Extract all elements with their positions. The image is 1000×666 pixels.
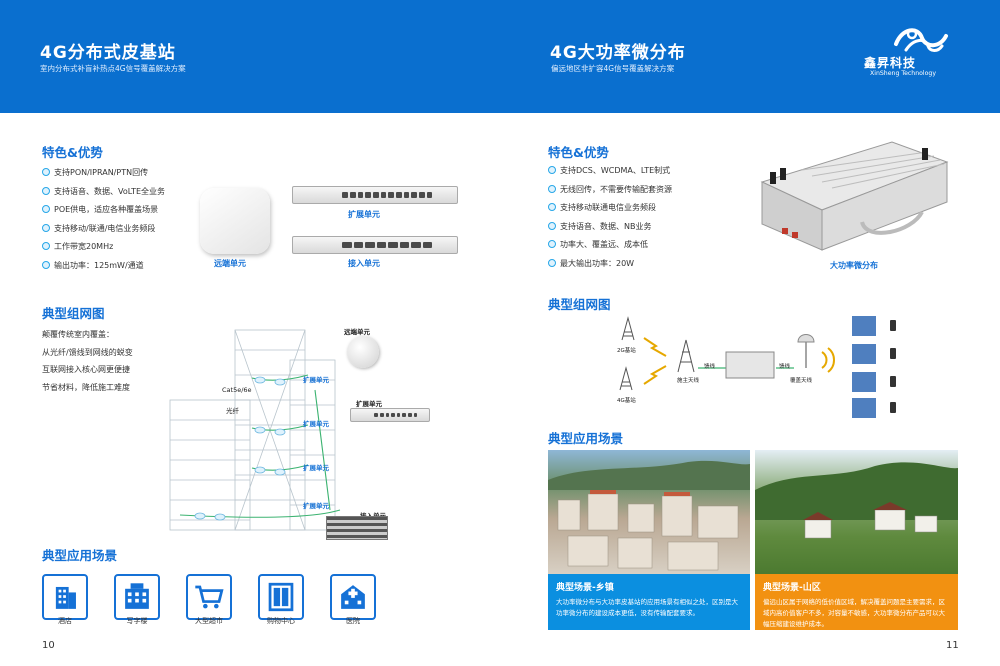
scene-hospital-button[interactable] xyxy=(330,574,376,620)
scene-supermarket-button[interactable] xyxy=(186,574,232,620)
feature-item: 支持移动/联通/电信业务频段 xyxy=(42,220,165,239)
scene-hotel-button[interactable] xyxy=(42,574,88,620)
scene-hotel-label: 酒店 xyxy=(58,617,72,625)
scene-office-label: 写字楼 xyxy=(126,617,148,625)
mountain-scene-title: 典型场景-山区 xyxy=(763,583,821,593)
scene-mall-button[interactable] xyxy=(258,574,304,620)
left-page-number: 10 xyxy=(42,640,55,651)
scene-office-button[interactable] xyxy=(114,574,160,620)
feature-item: 支持移动联通电信业务频段 xyxy=(548,199,672,218)
hospital-icon xyxy=(341,585,365,609)
feeder-label-1: 馈线 xyxy=(704,364,716,370)
bullet-icon xyxy=(548,203,556,211)
mall-door-icon xyxy=(268,582,294,612)
bullet-icon xyxy=(42,223,50,232)
bullet-icon xyxy=(548,221,556,230)
access-unit-image xyxy=(292,236,458,254)
logo-english-name: XinSheng Technology xyxy=(870,70,937,77)
bullet-icon xyxy=(42,260,50,269)
town-scene-title: 典型场景-乡镇 xyxy=(556,583,614,593)
hotel-icon xyxy=(55,586,76,609)
bullet-icon xyxy=(548,240,556,248)
bullet-icon xyxy=(548,184,556,193)
donor-antenna-label: 施主天线 xyxy=(677,378,700,384)
bullet-icon xyxy=(42,242,50,250)
network-description: 颠覆传统室内覆盖： 从光纤/馈线到网线的蜕变 互联网接入核心网更便捷 节省材料，… xyxy=(42,330,133,392)
diagram-ext-label-3: 扩展单元 xyxy=(303,464,329,472)
feature-item: 支持DCS、WCDMA、LTE制式 xyxy=(548,162,672,181)
right-scenes-title: 典型应用场景 xyxy=(548,431,624,446)
mountain-photo xyxy=(755,450,958,574)
extension-unit-image xyxy=(292,186,458,204)
right-features-title: 特色&优势 xyxy=(548,145,609,160)
bullet-icon xyxy=(42,186,50,195)
scene-mall-label: 购物中心 xyxy=(267,617,295,625)
remote-unit-caption: 远端单元 xyxy=(214,259,246,268)
fiber-label: 光纤 xyxy=(226,407,239,415)
feature-item: POE供电，适应各种覆盖场景 xyxy=(42,201,165,220)
feature-item: 工作带宽20MHz xyxy=(42,238,165,257)
right-network-title: 典型组网图 xyxy=(548,297,611,312)
mountain-scene-panel: 典型场景-山区 偏远山区属于网络的低价值区域，解决覆盖问题是主要需求，区域内高价… xyxy=(755,574,958,630)
right-page-title: 4G大功率微分布 xyxy=(550,43,686,63)
diagram-ext-label-1: 扩展单元 xyxy=(303,376,329,384)
left-features-list: 支持PON/IPRAN/PTN回传 支持语音、数据、VoLTE全业务 POE供电… xyxy=(42,164,165,275)
left-scenes-title: 典型应用场景 xyxy=(42,548,118,563)
bullet-icon xyxy=(42,168,50,176)
bullet-icon xyxy=(548,166,556,174)
micro-distribution-unit-image xyxy=(760,141,949,251)
xinsheng-logo-icon xyxy=(894,28,948,52)
diagram-extension-unit-image xyxy=(350,408,430,422)
left-page-subtitle: 室内分布式补盲补热点4G信号覆盖解决方案 xyxy=(40,64,186,73)
bs-4g-label: 4G基站 xyxy=(617,398,636,404)
cat-cable-label: Cat5e/6e xyxy=(222,386,252,394)
diagram-ext-label-2: 扩展单元 xyxy=(303,420,329,428)
cover-antenna-label: 覆盖天线 xyxy=(790,378,813,384)
left-features-title: 特色&优势 xyxy=(42,145,103,160)
remote-unit-image xyxy=(200,188,270,254)
mountain-scene-text: 偏远山区属于网络的低价值区域，解决覆盖问题是主要需求，区域内高价值客户不多，对容… xyxy=(763,598,945,628)
access-unit-caption: 接入单元 xyxy=(348,259,380,268)
diagram-remote-unit-image xyxy=(347,336,379,368)
diagram-ext-label: 扩展单元 xyxy=(356,400,382,408)
bullet-icon xyxy=(42,205,50,213)
scene-hospital-label: 医院 xyxy=(346,617,360,625)
microwave-network-diagram xyxy=(619,316,896,418)
left-page-title: 4G分布式皮基站 xyxy=(40,43,176,63)
diagram-access-rack-image xyxy=(326,516,388,540)
office-building-icon xyxy=(125,583,149,609)
right-features-list: 支持DCS、WCDMA、LTE制式 无线回传，不需要传输配套资源 支持移动联通电… xyxy=(548,162,672,273)
town-photo xyxy=(548,450,750,574)
micro-distribution-caption: 大功率微分布 xyxy=(830,261,878,270)
feature-item: 支持PON/IPRAN/PTN回传 xyxy=(42,164,165,183)
shopping-cart-icon xyxy=(195,585,224,609)
header-band xyxy=(0,0,1000,113)
feature-item: 功率大、覆盖远、成本低 xyxy=(548,236,672,255)
feature-item: 支持语音、数据、VoLTE全业务 xyxy=(42,183,165,202)
right-page-subtitle: 偏远地区非扩容4G信号覆盖解决方案 xyxy=(551,64,675,73)
feature-item: 输出功率：125mW/通道 xyxy=(42,257,165,276)
logo-name: 鑫昇科技 xyxy=(864,56,917,70)
feature-item: 无线回传，不需要传输配套资源 xyxy=(548,181,672,200)
extension-unit-caption: 扩展单元 xyxy=(348,210,380,219)
feeder-label-2: 馈线 xyxy=(779,364,791,370)
town-scene-text: 大功率微分布与大功率皮基站的应用场景有相似之处，区别是大功率微分布的建设成本更低… xyxy=(556,598,738,617)
left-network-title: 典型组网图 xyxy=(42,306,105,321)
bs-2g-label: 2G基站 xyxy=(617,348,636,354)
building-network-diagram xyxy=(169,329,341,531)
right-page-number: 11 xyxy=(946,640,959,651)
diagram-ext-label-4: 扩展单元 xyxy=(303,502,329,510)
bullet-icon xyxy=(548,258,556,267)
feature-item: 最大输出功率：20W xyxy=(548,255,672,274)
diagram-remote-label: 远端单元 xyxy=(344,328,370,336)
town-scene-panel: 典型场景-乡镇 大功率微分布与大功率皮基站的应用场景有相似之处，区别是大功率微分… xyxy=(548,574,750,630)
feature-item: 支持语音、数据、NB业务 xyxy=(548,218,672,237)
scene-supermarket-label: 大型超市 xyxy=(195,617,223,625)
